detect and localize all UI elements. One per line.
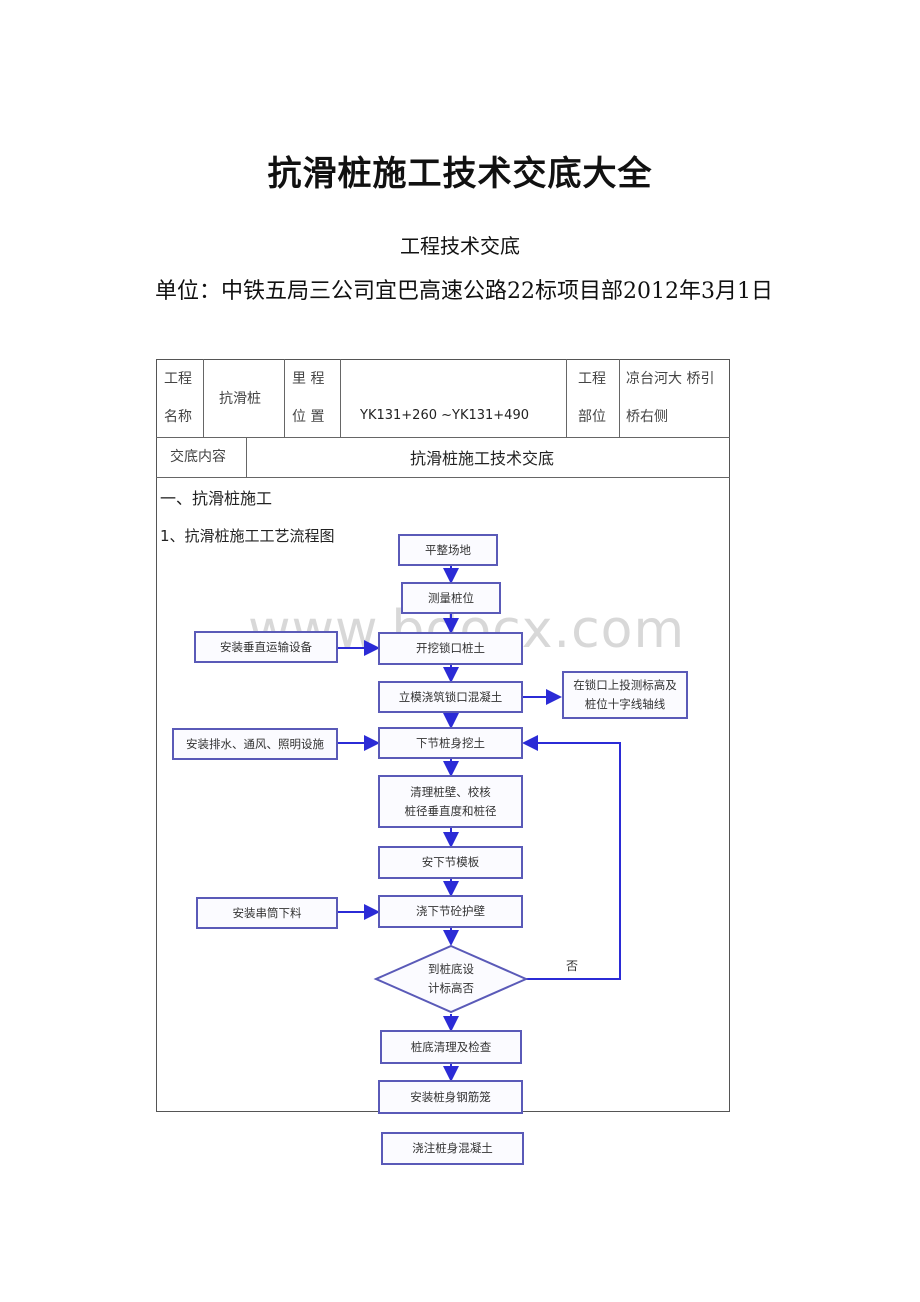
step-pour-lock: 立模浇筑锁口混凝土	[378, 681, 523, 713]
mileage-value: YK131+260 ~YK131+490	[360, 408, 529, 423]
step-install-form: 安下节模板	[378, 846, 523, 879]
project-part-value: 凉台河大 桥引	[626, 371, 715, 387]
document-title: 抗滑桩施工技术交底大全	[267, 154, 653, 194]
step-pour-concrete: 浇注桩身混凝土	[381, 1132, 524, 1165]
project-name-label: 工程	[164, 371, 192, 387]
side-mark-lines: 在锁口上投测标高及 桩位十字线轴线	[562, 671, 688, 719]
section-title: 一、抗滑桩施工	[160, 489, 273, 508]
table-col-divider	[203, 359, 204, 437]
table-col-divider	[340, 359, 341, 437]
project-part-label: 部位	[578, 409, 606, 425]
mileage-label: 里 程	[292, 371, 325, 387]
table-row-divider	[156, 437, 730, 438]
project-part-label: 工程	[578, 371, 606, 387]
step-level-ground: 平整场地	[398, 534, 498, 566]
step-pour-wall: 浇下节砼护壁	[378, 895, 523, 928]
decision-no-label: 否	[566, 959, 579, 973]
step-survey-pile: 测量桩位	[401, 582, 501, 614]
project-name-label: 名称	[164, 409, 192, 425]
table-col-divider	[246, 437, 247, 477]
side-chute: 安装串筒下料	[196, 897, 338, 929]
content-label: 交底内容	[170, 449, 226, 465]
step-bottom-check: 桩底清理及检查	[380, 1030, 522, 1064]
unit-line: 单位：中铁五局三公司宜巴高速公路22标项目部2012年3月1日	[155, 279, 773, 304]
project-name-value: 抗滑桩	[219, 391, 261, 407]
content-value: 抗滑桩施工技术交底	[410, 449, 555, 468]
step-clean-check: 清理桩壁、校核 桩径垂直度和桩径	[378, 775, 523, 828]
table-row-divider	[156, 477, 730, 478]
table-col-divider	[566, 359, 567, 437]
loop-back-arrow	[522, 735, 621, 980]
subsection-title: 1、抗滑桩施工工艺流程图	[160, 527, 335, 545]
decision-label: 到桩底设 计标高否	[428, 962, 474, 995]
project-part-value: 桥右侧	[626, 409, 668, 425]
side-lift-equipment: 安装垂直运输设备	[194, 631, 338, 663]
step-excavate-lock: 开挖锁口桩土	[378, 632, 523, 665]
decision-diamond	[373, 944, 529, 1014]
side-drain-vent: 安装排水、通风、照明设施	[172, 728, 338, 760]
table-col-divider	[284, 359, 285, 437]
mileage-label: 位 置	[292, 409, 325, 425]
table-col-divider	[619, 359, 620, 437]
step-dig-next: 下节桩身挖土	[378, 727, 523, 759]
document-subtitle: 工程技术交底	[400, 234, 520, 258]
step-rebar-cage: 安装桩身钢筋笼	[378, 1080, 523, 1114]
